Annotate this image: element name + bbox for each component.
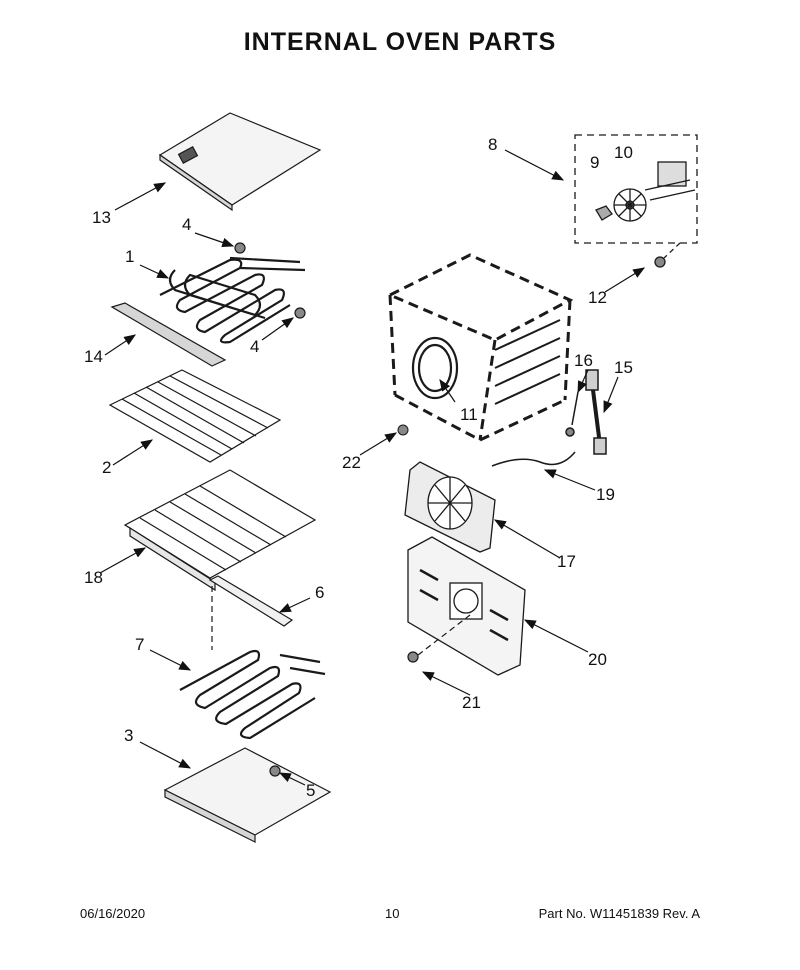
callout-14: 14 [84,347,103,366]
page-title: INTERNAL OVEN PARTS [243,28,557,56]
callout-16: 16 [574,351,593,370]
part-20-rear-panel [407,536,526,676]
rack-guides [494,319,561,405]
footer-page-number: 10 [385,906,400,921]
callout-1: 1 [125,247,134,266]
callout-21: 21 [462,693,481,712]
oven-cavity-frame [386,253,574,442]
callout-19: 19 [596,485,615,504]
callout-13: 13 [92,208,111,227]
part-16-sensor [565,391,579,437]
motor-icon [644,161,696,201]
callout-22: 22 [342,453,361,472]
part-7-lower-element [179,649,326,740]
screw-icon [407,614,471,663]
part-13-top-panel [158,112,322,212]
callout-20: 20 [588,650,607,669]
callout-12: 12 [588,288,607,307]
part-1-upper-element [159,256,306,344]
callout-7: 7 [135,635,144,654]
leader-lines [99,149,646,786]
callout-15: 15 [614,358,633,377]
callout-11: 11 [460,405,478,424]
part-2-oven-rack [108,369,282,463]
callout-3: 3 [124,726,133,745]
callout-9: 9 [590,153,599,172]
fan-blade-icon [613,188,647,222]
screw-icon [234,242,306,319]
part-6-bracket [208,575,294,650]
callout-4-upper: 4 [182,215,191,234]
callout-8: 8 [488,135,497,154]
screw-icon [397,424,409,436]
callout-18: 18 [84,568,103,587]
callout-5: 5 [306,781,315,800]
callout-2: 2 [102,458,111,477]
footer-part-number: Part No. W11451839 Rev. A [538,906,700,921]
callout-6: 6 [315,583,324,602]
callout-4-lower: 4 [250,337,259,356]
callout-17: 17 [557,552,576,571]
part-19-sensor-wire [491,451,576,467]
part-8-convection-kit [574,134,698,268]
part-11-convection-element [411,336,459,400]
fan-icon [428,477,472,529]
part-17-fan-cover [404,461,496,553]
part-15-wire-harness [585,369,607,455]
callout-10: 10 [614,143,633,162]
part-18-sliding-rack [123,469,317,592]
footer-date: 06/16/2020 [80,906,146,921]
part-14-shield-strip [110,302,227,367]
part-3-bottom-panel [163,747,332,843]
